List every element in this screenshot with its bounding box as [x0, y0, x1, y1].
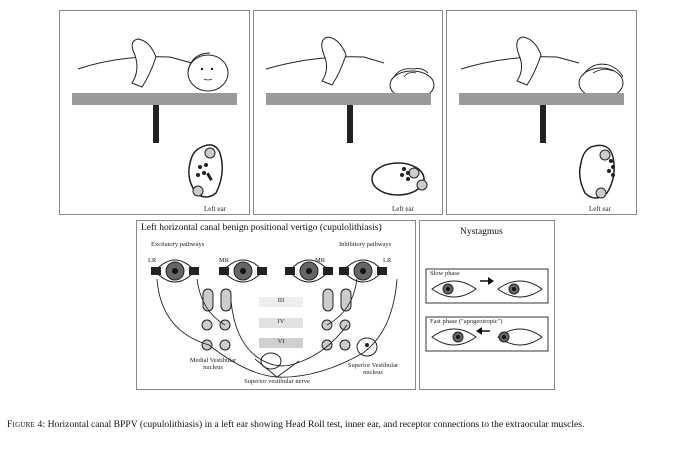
inhibitory-label: Inhibitory pathways: [339, 241, 392, 248]
eye-label-mr-right: MR: [315, 257, 326, 264]
pathways-panel: Left horizontal canal benign positional …: [136, 220, 416, 390]
eye-label-lr-left: LR: [148, 257, 157, 264]
head-roll-panel-1: Left ear: [59, 10, 250, 215]
nystagmus-panel: Nystagmus Slow phase Fast phase ("apogeo…: [419, 220, 555, 390]
head-roll-illustration-3: [459, 36, 624, 199]
eye-4: [339, 259, 387, 283]
superior-nucleus-label-2: nucleus: [363, 369, 383, 376]
ear-label-1: Left ear: [204, 205, 226, 213]
pathways-title: Left horizontal canal benign positional …: [141, 223, 382, 233]
vestibulo-ocular-pathways-diagram: [151, 259, 398, 378]
medial-nucleus-label: Medial Vestibular: [189, 357, 237, 364]
ear-label-3: Left ear: [589, 205, 611, 213]
eye-2: [219, 259, 267, 283]
slow-phase-label: Slow phase: [430, 270, 460, 277]
eye-3: [285, 259, 333, 283]
head-roll-illustration-2: [265, 36, 435, 196]
head-roll-illustration-1: [72, 38, 237, 198]
figure-caption: Figure 4: Horizontal canal BPPV (cupulol…: [7, 418, 687, 431]
eye-label-lr-right: LR: [383, 257, 392, 264]
nucleus-iii: III: [277, 297, 285, 304]
nucleus-iv: IV: [277, 318, 285, 325]
caption-text: : Horizontal canal BPPV (cupulolithiasis…: [42, 419, 585, 430]
nucleus-vi: VI: [277, 338, 285, 345]
nystagmus-diagram: [425, 268, 549, 352]
head-roll-panel-3: Left ear: [446, 10, 637, 215]
excitatory-label: Excitatory pathways: [151, 241, 205, 248]
eye-label-mr-left: MR: [219, 257, 230, 264]
medial-nucleus-label-2: nucleus: [203, 364, 223, 371]
head-roll-panel-2: Left ear: [253, 10, 443, 215]
superior-nucleus-label: Superior Vestibular: [347, 362, 399, 369]
ear-label-2: Left ear: [392, 205, 414, 213]
nerve-label: Superior vestibular nerve: [244, 378, 310, 385]
fast-phase-label: Fast phase ("apogeotropic"): [430, 318, 503, 325]
nystagmus-title: Nystagmus: [460, 227, 503, 237]
eye-1: [151, 259, 199, 283]
figure-label: Figure 4: [7, 419, 43, 430]
